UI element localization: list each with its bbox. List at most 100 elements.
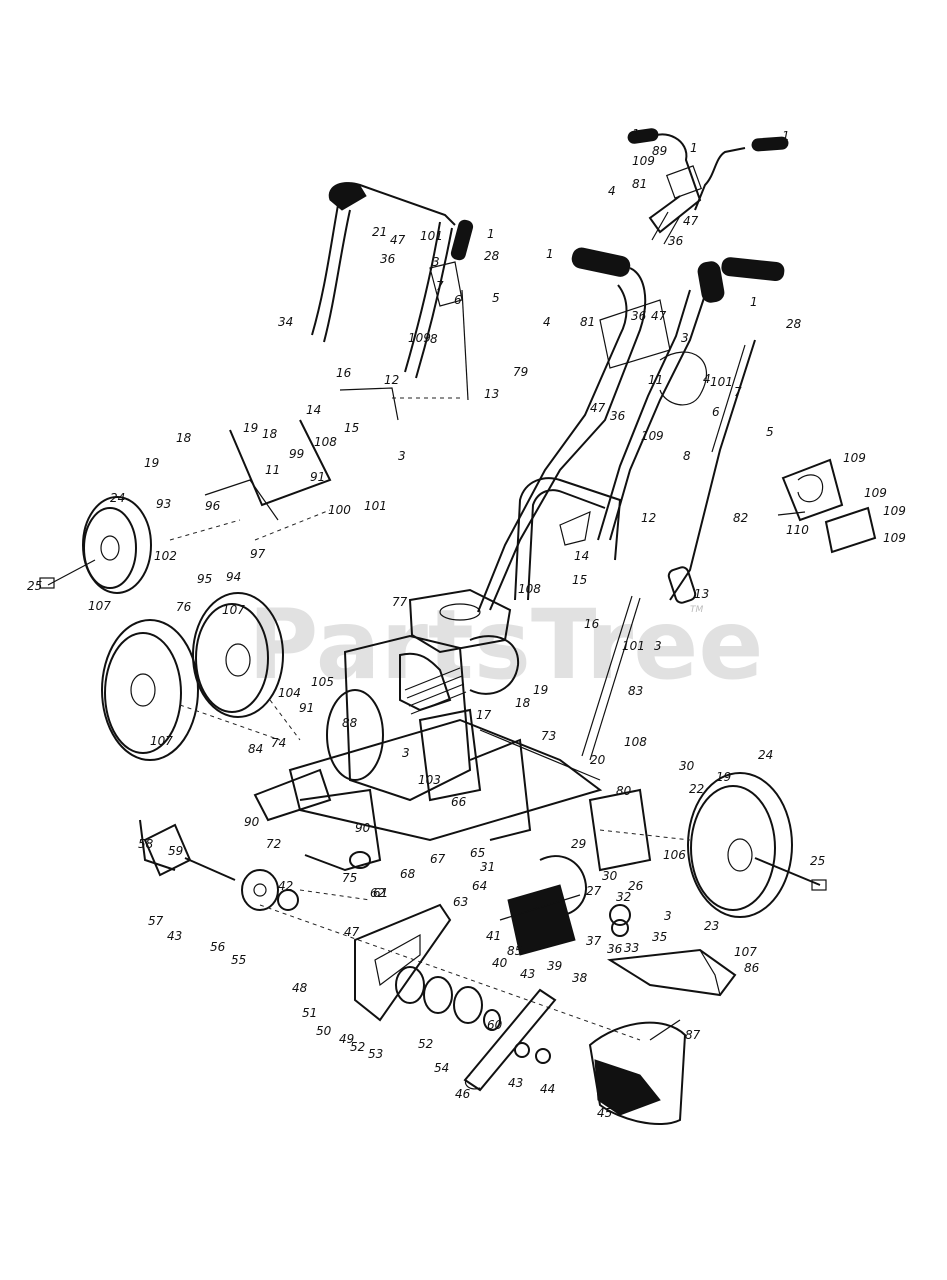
part-callout-91: 91 xyxy=(310,470,325,484)
part-callout-66: 66 xyxy=(451,795,467,809)
part-callout-47: 47 xyxy=(651,309,667,323)
part-callout-96: 96 xyxy=(205,499,221,513)
part-callout-41: 41 xyxy=(486,929,501,943)
part-callout-12: 12 xyxy=(641,511,656,525)
part-callout-19: 19 xyxy=(716,770,731,784)
part-callout-28: 28 xyxy=(484,249,500,263)
part-callout-107: 107 xyxy=(88,599,111,613)
part-callout-19: 19 xyxy=(533,683,548,697)
right-bracket-cluster xyxy=(777,458,877,554)
front-wheel-right xyxy=(599,772,827,918)
part-callout-103: 103 xyxy=(418,773,441,787)
part-callout-28: 28 xyxy=(786,317,802,331)
part-callout-4: 4 xyxy=(608,184,616,198)
part-callout-27: 27 xyxy=(586,884,602,898)
part-callout-65: 65 xyxy=(470,846,485,860)
part-callout-43: 43 xyxy=(508,1076,523,1090)
part-callout-22: 22 xyxy=(689,782,704,796)
part-callout-89: 89 xyxy=(652,144,667,158)
blade-spindle-group xyxy=(499,855,631,956)
part-callout-94: 94 xyxy=(226,570,241,584)
part-callout-51: 51 xyxy=(302,1006,317,1020)
part-callout-99: 99 xyxy=(289,447,304,461)
part-callout-102: 102 xyxy=(154,549,177,563)
part-callout-6: 6 xyxy=(712,405,720,419)
part-callout-67: 67 xyxy=(430,852,446,866)
part-callout-101: 101 xyxy=(364,499,387,513)
part-callout-62: 62 xyxy=(370,886,385,900)
part-callout-26: 26 xyxy=(628,879,644,893)
part-callout-3: 3 xyxy=(432,255,440,269)
part-callout-60: 60 xyxy=(487,1018,503,1032)
part-callout-1: 1 xyxy=(546,247,554,261)
part-callout-108: 108 xyxy=(624,735,647,749)
left-guard-group xyxy=(139,819,371,911)
part-callout-11: 11 xyxy=(265,463,280,477)
part-callout-81: 81 xyxy=(632,177,647,191)
part-callout-7: 7 xyxy=(734,385,742,399)
part-callout-36: 36 xyxy=(380,252,396,266)
part-callout-52: 52 xyxy=(418,1037,433,1051)
part-callout-30: 30 xyxy=(602,869,618,883)
part-callout-24: 24 xyxy=(110,491,125,505)
part-callout-3: 3 xyxy=(402,746,410,760)
part-callout-88: 88 xyxy=(342,716,358,730)
part-callout-101: 101 xyxy=(710,375,733,389)
part-callout-34: 34 xyxy=(278,315,293,329)
part-callout-87: 87 xyxy=(685,1028,701,1042)
part-callout-58: 58 xyxy=(138,837,154,851)
engine-block xyxy=(326,588,520,802)
part-callout-3: 3 xyxy=(398,449,406,463)
part-callout-75: 75 xyxy=(342,871,357,885)
part-callout-101: 101 xyxy=(622,639,645,653)
part-callout-39: 39 xyxy=(547,959,562,973)
part-callout-3: 3 xyxy=(654,639,662,653)
part-callout-14: 14 xyxy=(306,403,321,417)
shield-45 xyxy=(588,1019,687,1126)
part-callout-53: 53 xyxy=(368,1047,383,1061)
part-callout-36: 36 xyxy=(668,234,684,248)
part-callout-59: 59 xyxy=(168,844,183,858)
small-fasteners xyxy=(514,1042,551,1064)
part-callout-1: 1 xyxy=(487,227,495,241)
part-callout-5: 5 xyxy=(766,425,774,439)
part-callout-1: 1 xyxy=(782,129,790,143)
part-callout-44: 44 xyxy=(540,1082,555,1096)
part-callout-36: 36 xyxy=(610,409,626,423)
rear-wheels-left xyxy=(101,592,301,761)
part-callout-12: 12 xyxy=(384,373,399,387)
part-callout-25: 25 xyxy=(810,854,825,868)
part-callout-15: 15 xyxy=(344,421,359,435)
part-callout-64: 64 xyxy=(472,879,487,893)
part-callout-32: 32 xyxy=(616,890,631,904)
part-callout-47: 47 xyxy=(390,233,406,247)
part-callout-101: 101 xyxy=(420,229,443,243)
part-callout-7: 7 xyxy=(436,279,444,293)
part-callout-52: 52 xyxy=(350,1040,365,1054)
part-callout-63: 63 xyxy=(453,895,468,909)
part-callout-109: 109 xyxy=(883,531,906,545)
part-callout-97: 97 xyxy=(250,547,266,561)
part-callout-18: 18 xyxy=(262,427,278,441)
part-callout-43: 43 xyxy=(520,967,535,981)
part-callout-84: 84 xyxy=(248,742,263,756)
part-callout-57: 57 xyxy=(148,914,164,928)
part-callout-81: 81 xyxy=(580,315,595,329)
part-callout-108: 108 xyxy=(518,582,541,596)
part-callout-80: 80 xyxy=(616,784,632,798)
part-callout-31: 31 xyxy=(480,860,495,874)
blade-drive-group xyxy=(259,903,641,1092)
part-callout-9: 9 xyxy=(656,429,664,443)
part-callout-13: 13 xyxy=(484,387,499,401)
part-callout-33: 33 xyxy=(624,941,639,955)
part-callout-13: 13 xyxy=(694,587,709,601)
part-callout-109: 109 xyxy=(632,154,655,168)
inset-handle-drawing xyxy=(627,128,789,245)
part-callout-14: 14 xyxy=(574,549,589,563)
part-callout-40: 40 xyxy=(492,956,508,970)
part-callout-47: 47 xyxy=(344,925,360,939)
left-handle-assembly xyxy=(311,182,474,421)
part-callout-108: 108 xyxy=(314,435,337,449)
part-callout-91: 91 xyxy=(299,701,314,715)
